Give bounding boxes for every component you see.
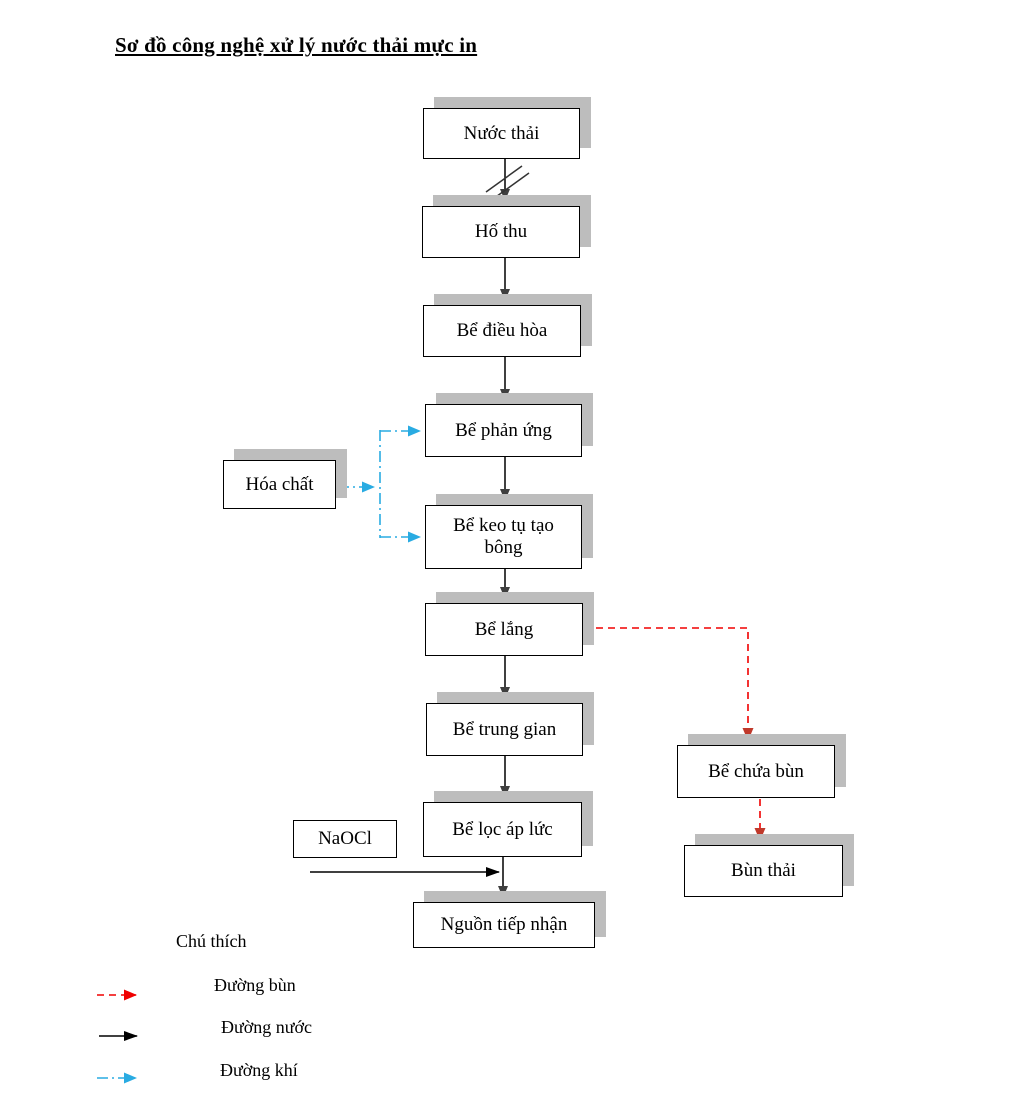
- break-slash-2: [492, 172, 530, 200]
- node-naocl-label: NaOCl: [318, 828, 372, 850]
- node-naocl: NaOCl: [293, 820, 397, 858]
- legend-label-sludge: Đường bùn: [214, 975, 296, 995]
- node-be-keo-tu-label: Bể keo tụ tạo bông: [453, 515, 554, 558]
- arrow-lang-chuabun: [584, 627, 754, 741]
- diagram-title: Sơ đồ công nghệ xử lý nước thải mực in: [115, 33, 478, 57]
- node-be-dieu-hoa-label: Bể điều hòa: [456, 320, 548, 342]
- sludge-lines: [584, 627, 766, 841]
- node-be-chua-bun-label: Bể chứa bùn: [708, 760, 804, 782]
- legend-label-water: Đường nước: [221, 1017, 313, 1037]
- node-bun-thai-label: Bùn thải: [731, 860, 796, 882]
- node-be-phan-ung-label: Bể phản ứng: [455, 419, 552, 441]
- air-lines: [338, 425, 421, 543]
- break-slash-1: [485, 165, 523, 193]
- node-be-phan-ung: Bể phản ứng: [425, 404, 582, 457]
- node-nguon-tiep-nhan: Nguồn tiếp nhận: [413, 902, 595, 948]
- node-ho-thu: Hố thu: [422, 206, 580, 258]
- node-be-chua-bun: Bể chứa bùn: [677, 745, 835, 798]
- legend-label-air: Đường khí: [220, 1060, 298, 1080]
- node-nguon-tiep-nhan-label: Nguồn tiếp nhận: [440, 914, 568, 936]
- node-be-dieu-hoa: Bể điều hòa: [423, 305, 581, 357]
- node-be-lang: Bể lắng: [425, 603, 583, 656]
- node-hoa-chat-label: Hóa chất: [245, 473, 314, 495]
- node-be-keo-tu-tao-bong: Bể keo tụ tạo bông: [425, 505, 582, 569]
- node-nuoc-thai-label: Nước thải: [463, 122, 540, 144]
- legend-heading: Chú thích: [176, 931, 247, 951]
- node-ho-thu-label: Hố thu: [474, 221, 528, 243]
- node-be-lang-label: Bể lắng: [474, 618, 534, 640]
- node-be-trung-gian-label: Bể trung gian: [452, 718, 557, 740]
- pipe-break-marks: [485, 165, 530, 200]
- node-bun-thai: Bùn thải: [684, 845, 843, 897]
- node-be-loc-ap-luc: Bể lọc áp lức: [423, 802, 582, 857]
- node-be-trung-gian: Bể trung gian: [426, 703, 583, 756]
- node-hoa-chat: Hóa chất: [223, 460, 336, 509]
- node-nuoc-thai: Nước thải: [423, 108, 580, 159]
- node-be-loc-ap-luc-label: Bể lọc áp lức: [452, 818, 553, 840]
